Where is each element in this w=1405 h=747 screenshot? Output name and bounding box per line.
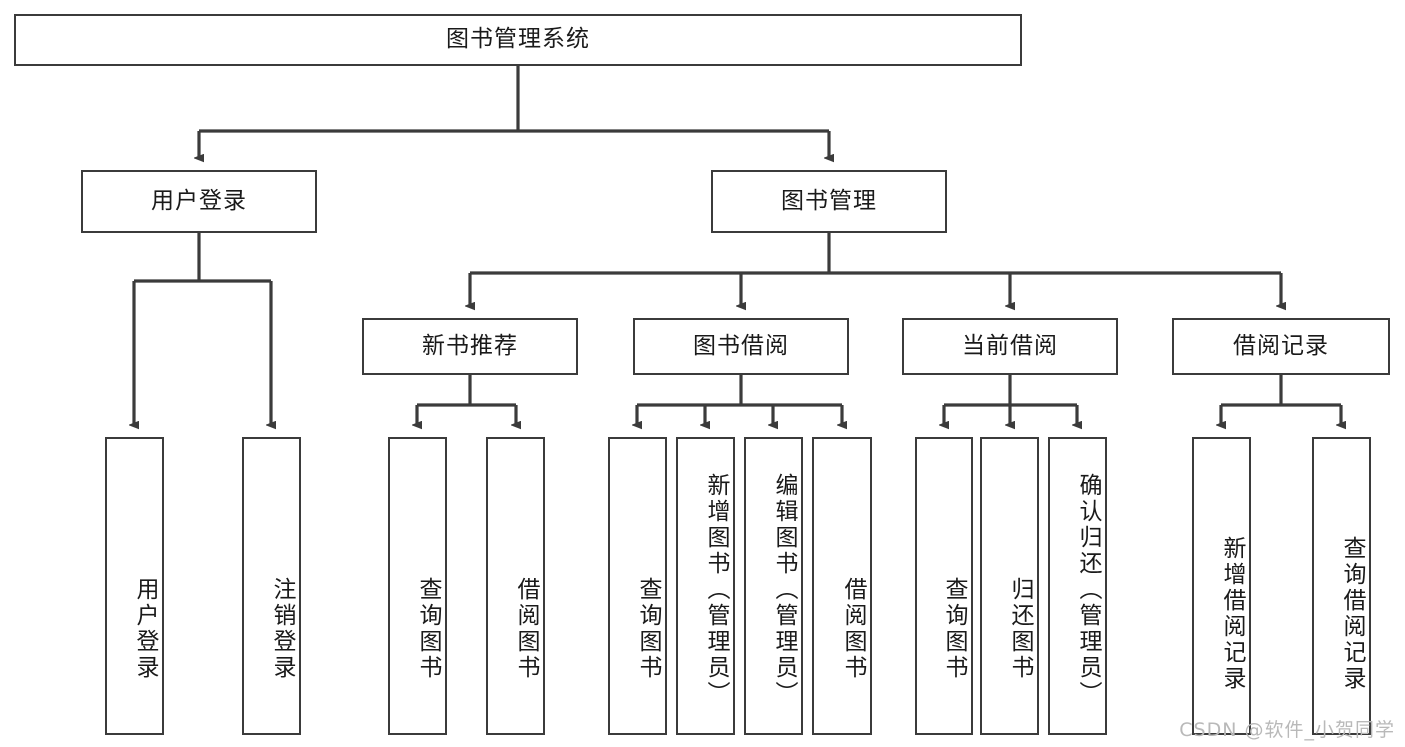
node-leaf-add-borrow-record-label: 新增借阅记录 xyxy=(1219,536,1245,692)
node-leaf-query-book-2[interactable]: 查询图书 xyxy=(608,437,667,735)
node-leaf-borrow-book-2-label: 借阅图书 xyxy=(840,577,866,681)
node-current-borrow[interactable]: 当前借阅 xyxy=(902,318,1118,375)
node-leaf-query-book-1[interactable]: 查询图书 xyxy=(388,437,447,735)
node-leaf-logout-login-label: 注销登录 xyxy=(269,577,295,681)
csdn-watermark: CSDN @软件_小贺同学 xyxy=(1179,719,1395,741)
node-leaf-user-login[interactable]: 用户登录 xyxy=(105,437,164,735)
node-book-manage[interactable]: 图书管理 xyxy=(711,170,947,233)
node-leaf-confirm-return-admin-label: 确认归还（管理员） xyxy=(1075,473,1101,707)
node-leaf-query-book-3[interactable]: 查询图书 xyxy=(915,437,973,735)
node-new-book-recommend-label: 新书推荐 xyxy=(422,332,518,359)
node-borrow-record-label: 借阅记录 xyxy=(1233,332,1329,359)
node-leaf-query-borrow-record[interactable]: 查询借阅记录 xyxy=(1312,437,1371,735)
node-leaf-query-borrow-record-label: 查询借阅记录 xyxy=(1339,536,1365,692)
node-leaf-confirm-return-admin[interactable]: 确认归还（管理员） xyxy=(1048,437,1107,735)
node-book-borrow-label: 图书借阅 xyxy=(693,332,789,359)
node-root[interactable]: 图书管理系统 xyxy=(14,14,1022,66)
node-leaf-query-book-3-label: 查询图书 xyxy=(941,577,967,681)
node-leaf-user-login-label: 用户登录 xyxy=(132,577,158,681)
node-leaf-borrow-book-2[interactable]: 借阅图书 xyxy=(812,437,872,735)
node-book-borrow[interactable]: 图书借阅 xyxy=(633,318,849,375)
node-leaf-borrow-book-1-label: 借阅图书 xyxy=(513,577,539,681)
node-leaf-return-book-label: 归还图书 xyxy=(1007,577,1033,681)
node-leaf-borrow-book-1[interactable]: 借阅图书 xyxy=(486,437,545,735)
node-root-label: 图书管理系统 xyxy=(446,26,590,53)
node-leaf-return-book[interactable]: 归还图书 xyxy=(980,437,1039,735)
node-leaf-query-book-2-label: 查询图书 xyxy=(635,577,661,681)
node-leaf-add-book-admin-label: 新增图书（管理员） xyxy=(703,473,729,707)
node-borrow-record[interactable]: 借阅记录 xyxy=(1172,318,1390,375)
node-leaf-query-book-1-label: 查询图书 xyxy=(415,577,441,681)
node-current-borrow-label: 当前借阅 xyxy=(962,332,1058,359)
node-user-login[interactable]: 用户登录 xyxy=(81,170,317,233)
node-leaf-edit-book-admin[interactable]: 编辑图书（管理员） xyxy=(744,437,803,735)
node-user-login-label: 用户登录 xyxy=(151,187,247,214)
node-book-manage-label: 图书管理 xyxy=(781,187,877,214)
node-new-book-recommend[interactable]: 新书推荐 xyxy=(362,318,578,375)
node-leaf-add-book-admin[interactable]: 新增图书（管理员） xyxy=(676,437,735,735)
node-leaf-logout-login[interactable]: 注销登录 xyxy=(242,437,301,735)
node-leaf-add-borrow-record[interactable]: 新增借阅记录 xyxy=(1192,437,1251,735)
node-leaf-edit-book-admin-label: 编辑图书（管理员） xyxy=(771,473,797,707)
